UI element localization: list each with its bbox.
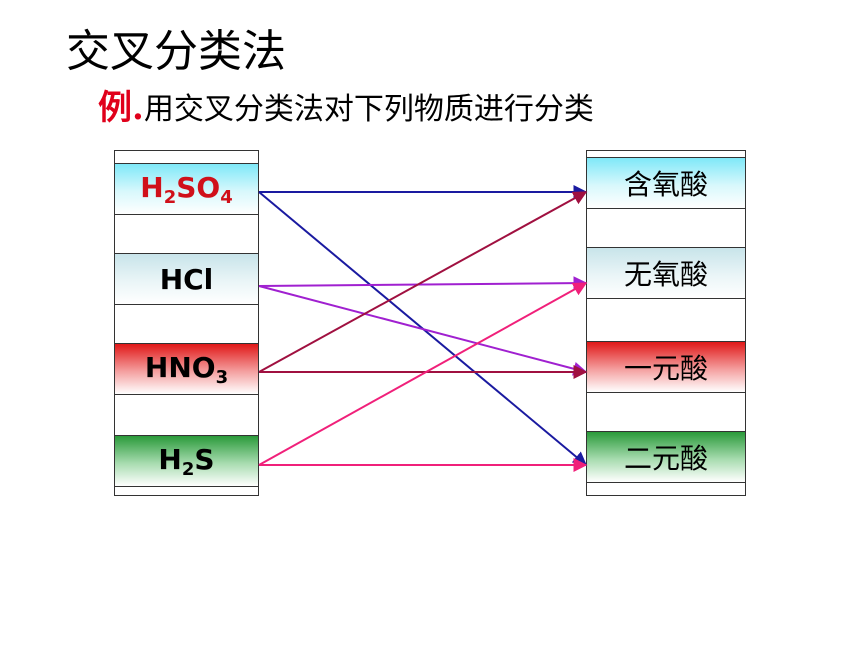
category-cell-oxyacid[interactable]: 含氧酸: [587, 157, 745, 209]
category-column: 含氧酸 无氧酸 一元酸 二元酸: [586, 150, 746, 496]
category-label: 含氧酸: [623, 168, 708, 201]
page-title: 交叉分类法: [66, 26, 286, 77]
connection-arrow: [258, 276, 588, 291]
category-cell-non-oxyacid[interactable]: 无氧酸: [587, 247, 745, 299]
example-text: 用交叉分类法对下列物质进行分类: [143, 92, 594, 127]
category-cell-diprotic[interactable]: 二元酸: [587, 431, 745, 483]
connection-arrow: [258, 191, 588, 373]
substance-formula: H2S: [158, 442, 215, 480]
connection-arrow: [258, 285, 588, 376]
category-label: 一元酸: [623, 352, 708, 385]
category-label: 无氧酸: [623, 258, 708, 291]
substance-cell-h2so4[interactable]: H2SO4: [115, 163, 258, 215]
example-prompt: 例.用交叉分类法对下列物质进行分类: [98, 88, 594, 129]
substance-cell-h2s[interactable]: H2S: [115, 435, 258, 487]
substance-cell-hcl[interactable]: HCl: [115, 253, 258, 305]
substance-formula: HCl: [159, 262, 214, 296]
substance-formula: H2SO4: [140, 170, 233, 208]
connection-arrow: [258, 282, 588, 466]
substance-column: H2SO4 HCl HNO3 H2S: [114, 150, 259, 496]
substance-formula: HNO3: [144, 350, 229, 388]
category-cell-monoprotic[interactable]: 一元酸: [587, 341, 745, 393]
substance-cell-hno3[interactable]: HNO3: [115, 343, 258, 395]
example-label: 例.: [98, 88, 144, 128]
category-label: 二元酸: [623, 442, 708, 475]
